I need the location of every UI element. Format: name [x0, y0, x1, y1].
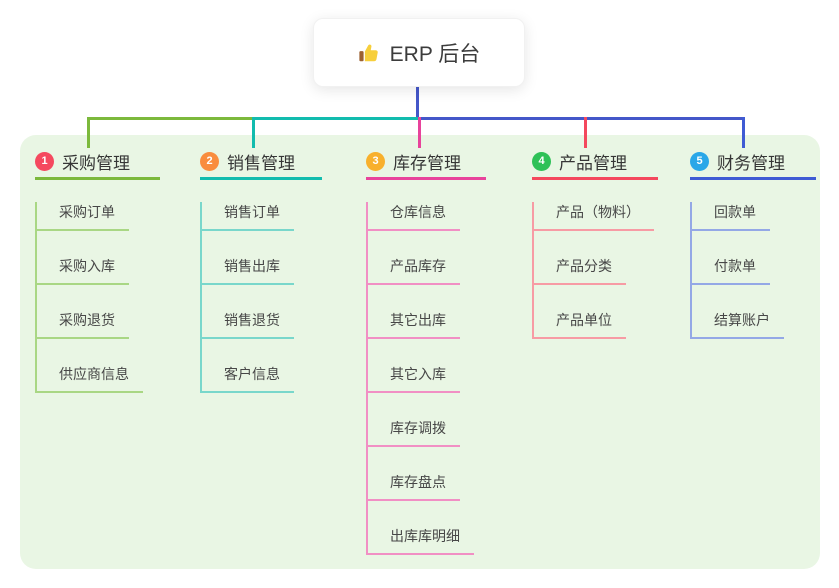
branch-child-node[interactable]: 结算账户	[692, 310, 784, 339]
branch-child-node[interactable]: 客户信息	[202, 364, 294, 393]
branch-node-5[interactable]: 5 财务管理	[690, 148, 816, 180]
branch-node-4[interactable]: 4 产品管理	[532, 148, 658, 180]
branch-number-badge: 4	[532, 151, 551, 171]
branch-child-node[interactable]: 采购入库	[37, 256, 129, 285]
branch-children: 仓库信息产品库存其它出库其它入库库存调拨库存盘点出库库明细	[366, 202, 486, 555]
root-connector-line	[416, 85, 419, 120]
branch-drop-line-4	[583, 117, 587, 148]
root-node[interactable]: ERP 后台	[313, 18, 525, 87]
branch-child-node[interactable]: 销售订单	[202, 202, 294, 231]
branch-drop-line-2	[251, 117, 255, 148]
branch-children: 回款单付款单结算账户	[690, 202, 816, 339]
branch-column-2: 2 销售管理销售订单销售出库销售退货客户信息	[200, 148, 322, 393]
branch-label: 产品管理	[559, 153, 627, 173]
branch-number-badge: 3	[366, 151, 385, 171]
branch-child-node[interactable]: 回款单	[692, 202, 770, 231]
branch-child-node[interactable]: 产品单位	[534, 310, 626, 339]
branch-children: 采购订单采购入库采购退货供应商信息	[35, 202, 160, 393]
branch-drop-line-3	[417, 117, 421, 148]
branch-number-badge: 1	[35, 151, 54, 171]
branch-child-node[interactable]: 库存盘点	[368, 472, 460, 501]
branch-child-node[interactable]: 出库库明细	[368, 526, 474, 555]
branch-child-node[interactable]: 付款单	[692, 256, 770, 285]
branch-child-node[interactable]: 其它入库	[368, 364, 460, 393]
branch-label: 财务管理	[717, 153, 785, 173]
branch-number-badge: 5	[690, 151, 709, 171]
branch-child-node[interactable]: 产品（物料）	[534, 202, 654, 231]
branch-child-node[interactable]: 采购退货	[37, 310, 129, 339]
branch-column-1: 1 采购管理采购订单采购入库采购退货供应商信息	[35, 148, 160, 393]
branch-node-3[interactable]: 3 库存管理	[366, 148, 486, 180]
thumbs-up-icon	[358, 42, 380, 64]
branch-number-badge: 2	[200, 151, 219, 171]
branch-label: 库存管理	[393, 153, 461, 173]
branch-child-node[interactable]: 产品分类	[534, 256, 626, 285]
bus-segment-3	[419, 117, 745, 120]
branch-child-node[interactable]: 产品库存	[368, 256, 460, 285]
root-label: ERP 后台	[389, 42, 481, 66]
branch-node-2[interactable]: 2 销售管理	[200, 148, 322, 180]
branch-drop-line-5	[741, 117, 745, 148]
branch-drop-line-1	[86, 117, 90, 148]
branch-child-node[interactable]: 销售出库	[202, 256, 294, 285]
bus-segment-1	[86, 117, 253, 120]
branch-child-node[interactable]: 供应商信息	[37, 364, 143, 393]
branch-child-node[interactable]: 库存调拨	[368, 418, 460, 447]
branches-panel	[20, 135, 820, 569]
branch-children: 销售订单销售出库销售退货客户信息	[200, 202, 322, 393]
branch-child-node[interactable]: 采购订单	[37, 202, 129, 231]
branch-column-4: 4 产品管理产品（物料） 产品分类产品单位	[532, 148, 658, 339]
branch-label: 采购管理	[62, 153, 130, 173]
branch-node-1[interactable]: 1 采购管理	[35, 148, 160, 180]
bus-segment-2	[253, 117, 419, 120]
branch-children: 产品（物料） 产品分类产品单位	[532, 202, 658, 339]
branch-label: 销售管理	[227, 153, 295, 173]
branch-column-3: 3 库存管理仓库信息产品库存其它出库其它入库库存调拨库存盘点出库库明细	[366, 148, 486, 555]
branch-column-5: 5 财务管理回款单付款单结算账户	[690, 148, 816, 339]
branch-child-node[interactable]: 其它出库	[368, 310, 460, 339]
branch-child-node[interactable]: 销售退货	[202, 310, 294, 339]
branch-child-node[interactable]: 仓库信息	[368, 202, 460, 231]
